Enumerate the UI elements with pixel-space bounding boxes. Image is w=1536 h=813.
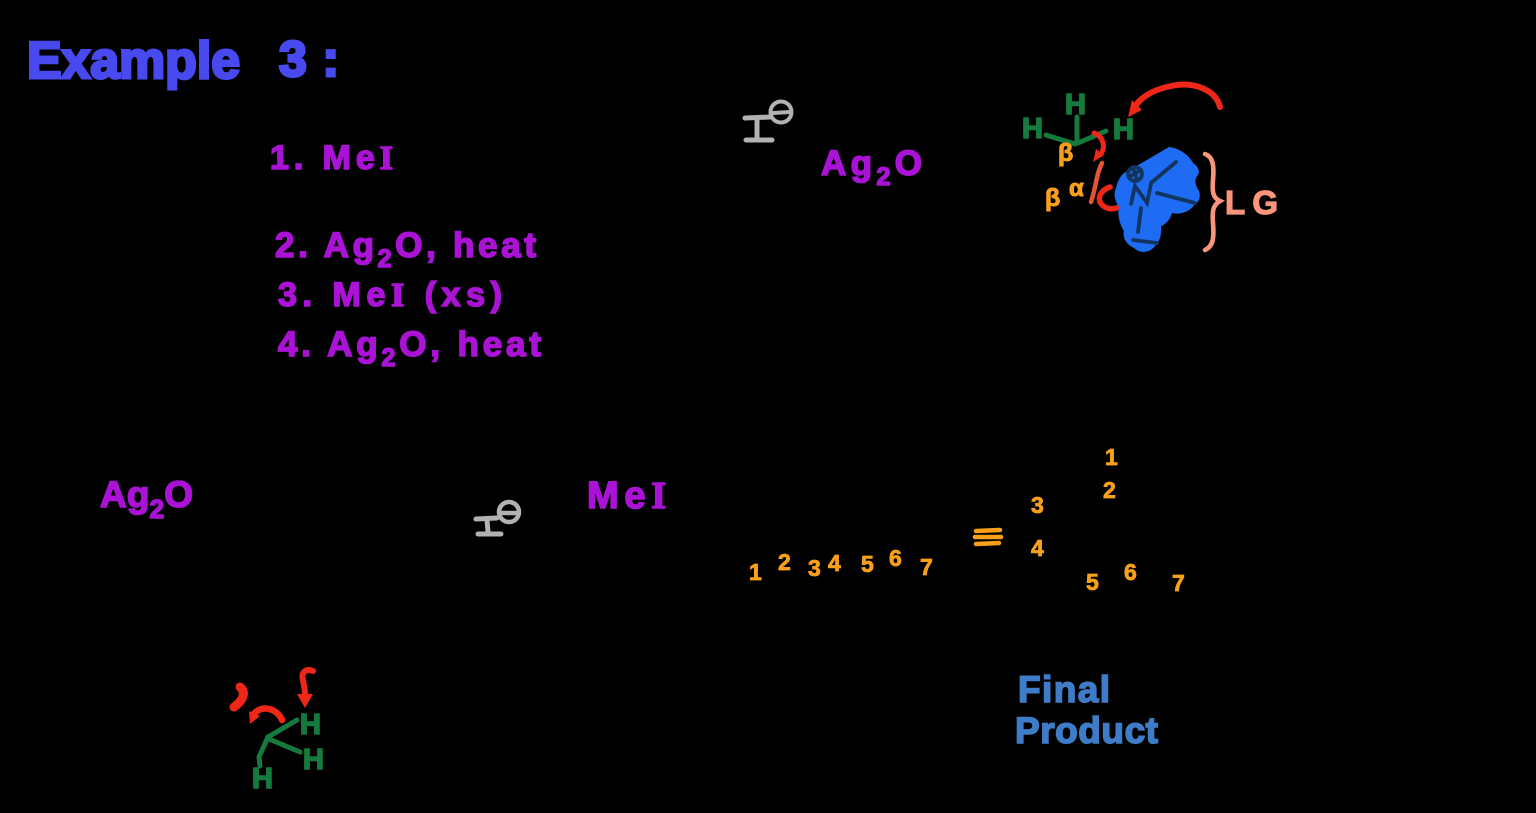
svg-text:2: 2 xyxy=(778,549,791,575)
svg-text:Product: Product xyxy=(1015,710,1158,751)
svg-text:4: 4 xyxy=(828,550,841,576)
svg-text:7: 7 xyxy=(920,554,933,580)
svg-text:Example: Example xyxy=(27,32,240,90)
svg-text:H: H xyxy=(252,763,273,795)
svg-text:Final: Final xyxy=(1018,669,1110,710)
svg-text:3:: 3: xyxy=(279,31,339,87)
svg-text:2. Ag2O, heat: 2. Ag2O, heat xyxy=(275,226,536,273)
svg-text:1: 1 xyxy=(1105,444,1118,470)
svg-text:H: H xyxy=(1065,89,1086,121)
svg-text:α: α xyxy=(1069,175,1084,202)
svg-text:4. Ag2O, heat: 4. Ag2O, heat xyxy=(278,325,541,372)
svg-text:3. MeI (xs): 3. MeI (xs) xyxy=(278,276,502,314)
svg-text:3: 3 xyxy=(808,555,821,581)
svg-text:5: 5 xyxy=(861,551,874,577)
svg-text:7: 7 xyxy=(1172,570,1185,596)
svg-text:1. MeI: 1. MeI xyxy=(270,139,393,177)
svg-text:3: 3 xyxy=(1031,492,1044,518)
svg-text:6: 6 xyxy=(889,545,902,571)
svg-text:Ag2O: Ag2O xyxy=(821,144,922,191)
svg-text:H: H xyxy=(300,709,321,741)
svg-text:β: β xyxy=(1058,139,1073,167)
svg-text:5: 5 xyxy=(1086,569,1099,595)
svg-text:1: 1 xyxy=(749,559,762,585)
svg-text:2: 2 xyxy=(1103,477,1116,503)
svg-text:Ag2O: Ag2O xyxy=(100,474,193,524)
svg-text:β: β xyxy=(1045,184,1060,212)
svg-text:4: 4 xyxy=(1031,535,1044,561)
svg-text:H: H xyxy=(1022,113,1043,145)
svg-text:6: 6 xyxy=(1124,559,1137,585)
svg-text:H: H xyxy=(303,744,324,776)
svg-text:MeI: MeI xyxy=(587,475,666,517)
svg-text:LG: LG xyxy=(1225,184,1278,221)
svg-text:H: H xyxy=(1113,114,1134,146)
